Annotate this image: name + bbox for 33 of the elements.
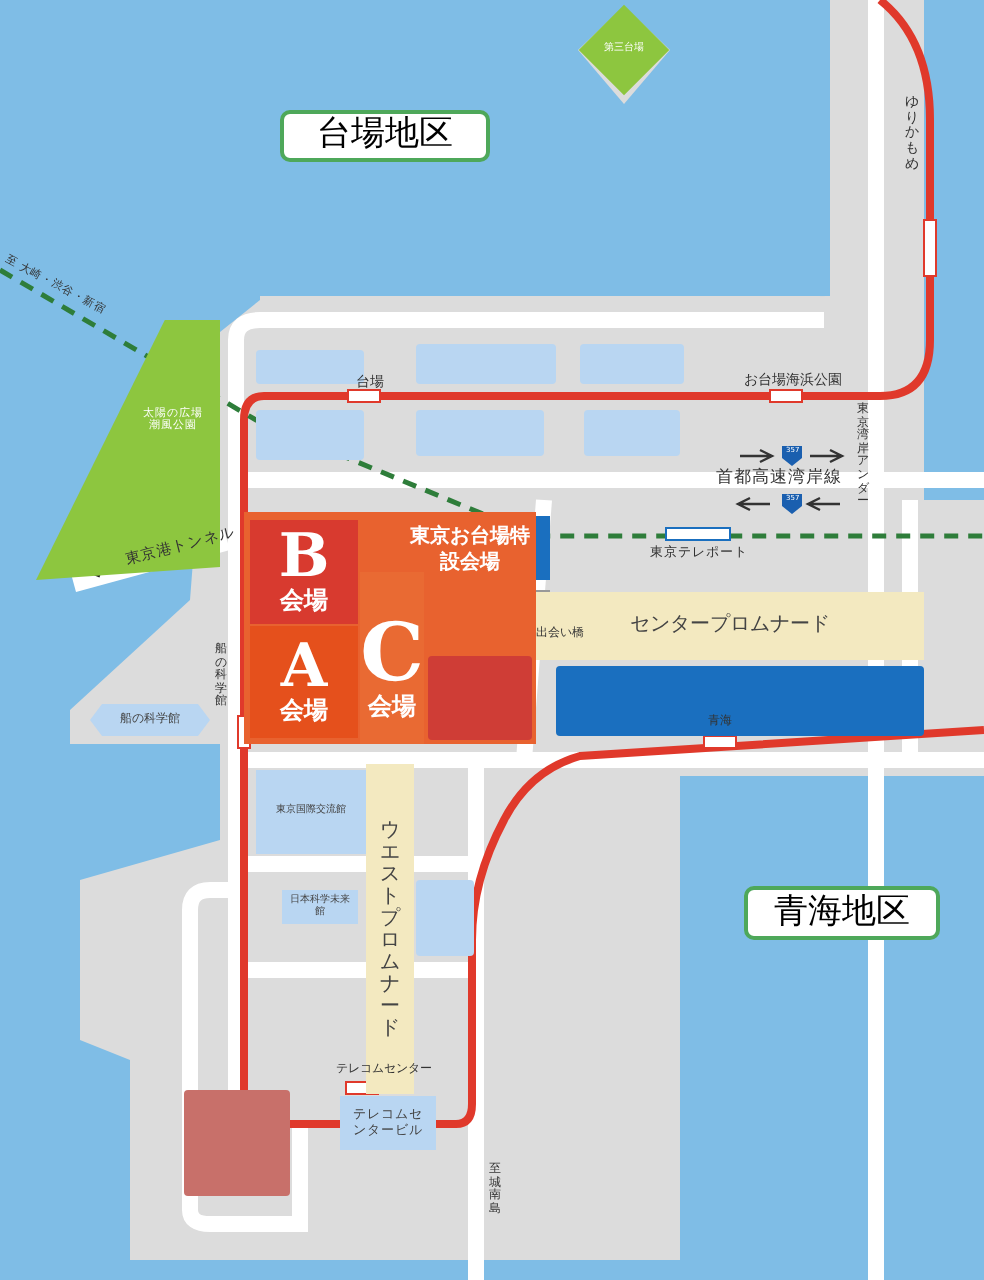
building-block <box>580 344 684 384</box>
venue-letter: A <box>280 638 328 699</box>
place-label: 台場地区 <box>317 116 453 156</box>
promenade-band <box>536 592 924 660</box>
district-label <box>280 110 490 162</box>
place-label: センタープロムナード <box>630 614 830 638</box>
building-block <box>428 656 532 740</box>
building-block <box>584 410 680 456</box>
museum-sign <box>90 704 210 736</box>
district-label <box>744 886 940 940</box>
venue-label: 会場 <box>368 694 416 722</box>
place-label: 青海地区 <box>774 893 910 933</box>
building-block <box>416 410 544 456</box>
venue-block <box>250 520 358 624</box>
building-block <box>340 1096 436 1150</box>
promenade-band <box>366 764 414 1094</box>
venue-label: 会場 <box>280 588 328 616</box>
building-block <box>416 880 474 956</box>
venue-block <box>250 626 358 738</box>
venue-block <box>360 572 424 744</box>
building-block <box>416 344 556 384</box>
venue-letter: B <box>278 528 330 589</box>
map-label: 首都高速湾岸線 <box>716 470 842 487</box>
building-block <box>556 666 924 736</box>
venue-title: 東京お台場特設会場 <box>408 524 532 576</box>
venue-letter: C <box>360 614 424 695</box>
venue-label: 会場 <box>280 698 328 726</box>
building-block <box>256 770 366 854</box>
building-block <box>184 1090 290 1196</box>
place-label: ウエストプロムナード <box>379 819 401 1039</box>
building-block <box>282 890 358 924</box>
venue-area <box>244 512 536 744</box>
building-block <box>256 410 364 460</box>
